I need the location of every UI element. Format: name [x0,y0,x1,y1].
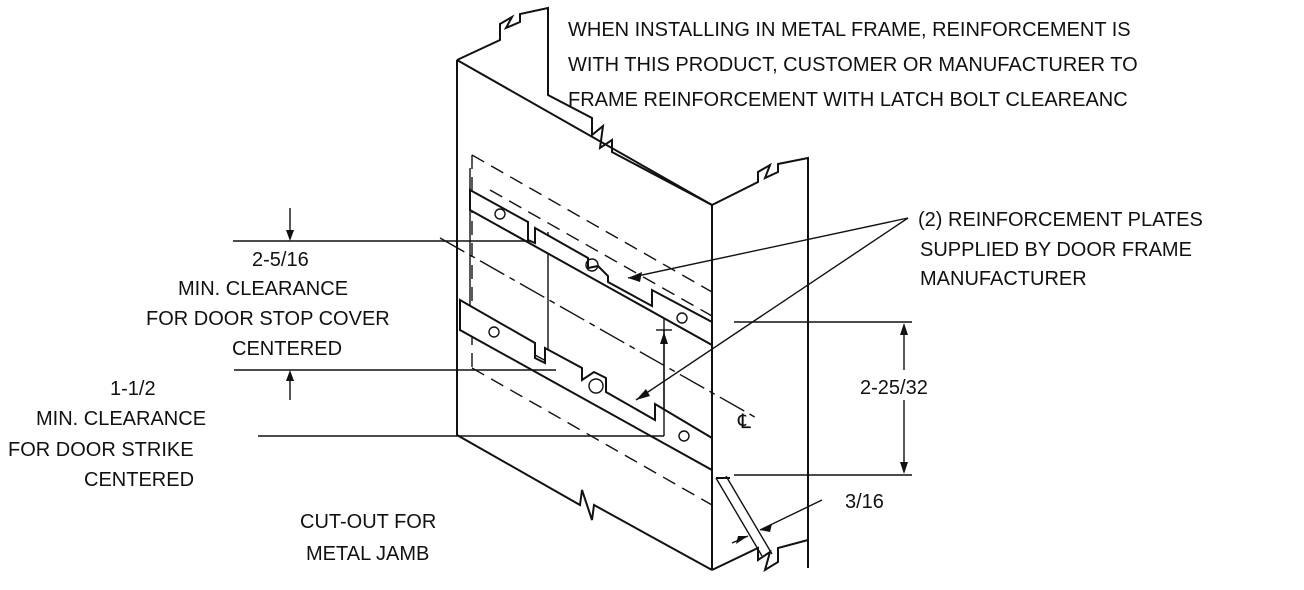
lower-reinforcement-plate [459,298,713,472]
stop-clearance-dim: 2-5/16 [252,249,309,271]
note-line-2: WITH THIS PRODUCT, CUSTOMER OR MANUFACTU… [568,54,1138,76]
stop-clearance-label: 2-5/16 MIN. CLEARANCE FOR DOOR STOP COVE… [146,249,390,360]
cutout-label-line-1: CUT-OUT FOR [300,511,436,533]
offset-dimension [715,475,823,557]
stop-clearance-line-2: FOR DOOR STOP COVER [146,308,390,330]
offset-dimension-label: 3/16 [845,491,884,513]
strike-clearance-line-1: MIN. CLEARANCE [36,408,206,430]
centerline: ℄ [439,237,761,433]
stop-clearance-dimension [233,208,556,400]
installation-note: WHEN INSTALLING IN METAL FRAME, REINFORC… [568,19,1138,111]
strike-clearance-dimension [258,329,672,437]
plates-leaders [627,217,909,401]
note-line-3: FRAME REINFORCEMENT WITH LATCH BOLT CLEA… [568,89,1128,111]
plates-label-line-2: SUPPLIED BY DOOR FRAME [920,239,1192,261]
height-dimension [734,321,912,476]
stop-clearance-line-1: MIN. CLEARANCE [178,278,348,300]
strike-clearance-line-2: FOR DOOR STRIKE [8,439,194,461]
upper-reinforcement-plate [469,188,713,347]
top-flange [456,6,809,568]
cutout-label: CUT-OUT FOR METAL JAMB [300,511,436,565]
cutout-label-line-2: METAL JAMB [306,543,429,565]
note-line-1: WHEN INSTALLING IN METAL FRAME, REINFORC… [568,19,1131,41]
plates-label-line-3: MANUFACTURER [920,268,1087,290]
strike-clearance-dim: 1-1/2 [110,378,156,400]
jamb-face [456,325,809,573]
plates-label: (2) REINFORCEMENT PLATES SUPPLIED BY DOO… [918,209,1203,290]
stop-clearance-line-3: CENTERED [232,338,342,360]
strike-clearance-label: 1-1/2 MIN. CLEARANCE FOR DOOR STRIKE CEN… [8,378,206,491]
height-dimension-label: 2-25/32 [860,377,928,399]
strike-clearance-line-3: CENTERED [84,469,194,491]
plates-label-line-1: (2) REINFORCEMENT PLATES [918,209,1203,231]
centerline-symbol: ℄ [737,411,751,433]
